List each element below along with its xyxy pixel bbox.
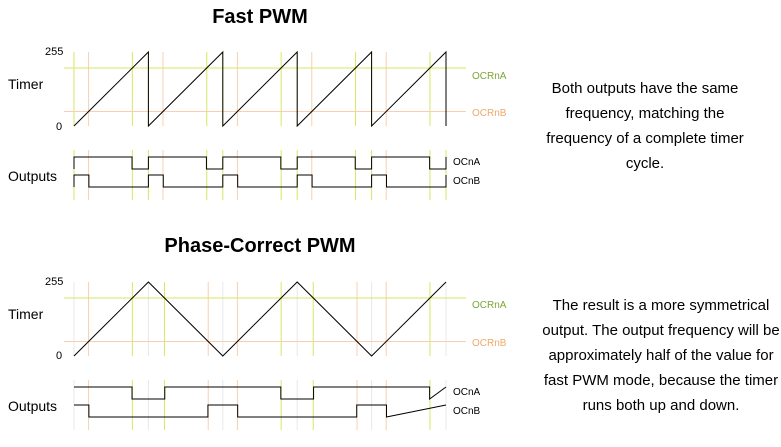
fast-pwm-marks [64, 50, 466, 200]
phase-correct-pwm-description: The result is a more symmetrical output.… [542, 297, 780, 414]
fast-ocra-label: OCRnA [472, 71, 507, 82]
phase-ocnb-waveform [74, 404, 447, 418]
fast-ocnb-waveform [73, 174, 447, 188]
fast-max-tick-label: 255 [45, 46, 63, 58]
fast-outputs-axis-label: Outputs [8, 168, 57, 184]
fast-timer-waveform [73, 50, 447, 128]
phase-ocna-label: OCnA [453, 387, 481, 398]
phase-max-tick-label: 255 [45, 276, 63, 288]
fast-pwm-panel: Timer Outputs 255 0 OCRnA OCRnB OCnA OCn… [8, 46, 507, 187]
fast-pwm-title: Fast PWM [212, 6, 308, 28]
phase-correct-pwm-marks [64, 281, 466, 430]
phase-ocra-label: OCRnA [472, 300, 507, 311]
fast-ocna-waveform [73, 156, 447, 170]
fast-timer-axis-label: Timer [8, 76, 44, 92]
phase-timer-waveform [73, 281, 447, 357]
phase-ocrb-label: OCRnB [472, 338, 507, 349]
phase-ocna-waveform [74, 386, 447, 400]
fast-ocnb-label: OCnB [453, 176, 481, 187]
fast-min-tick-label: 0 [56, 121, 62, 133]
fast-ocrb-label: OCRnB [472, 108, 507, 119]
fast-pwm-description: Both outputs have the same frequency, ma… [546, 80, 744, 172]
phase-min-tick-label: 0 [56, 350, 62, 362]
phase-timer-axis-label: Timer [8, 306, 44, 322]
phase-outputs-axis-label: Outputs [8, 398, 57, 414]
phase-ocnb-label: OCnB [453, 406, 481, 417]
fast-ocna-label: OCnA [453, 157, 481, 168]
phase-correct-pwm-title: Phase-Correct PWM [164, 235, 356, 257]
phase-correct-pwm-panel: Timer Outputs 255 0 OCRnA OCRnB OCnA OCn… [8, 276, 507, 417]
